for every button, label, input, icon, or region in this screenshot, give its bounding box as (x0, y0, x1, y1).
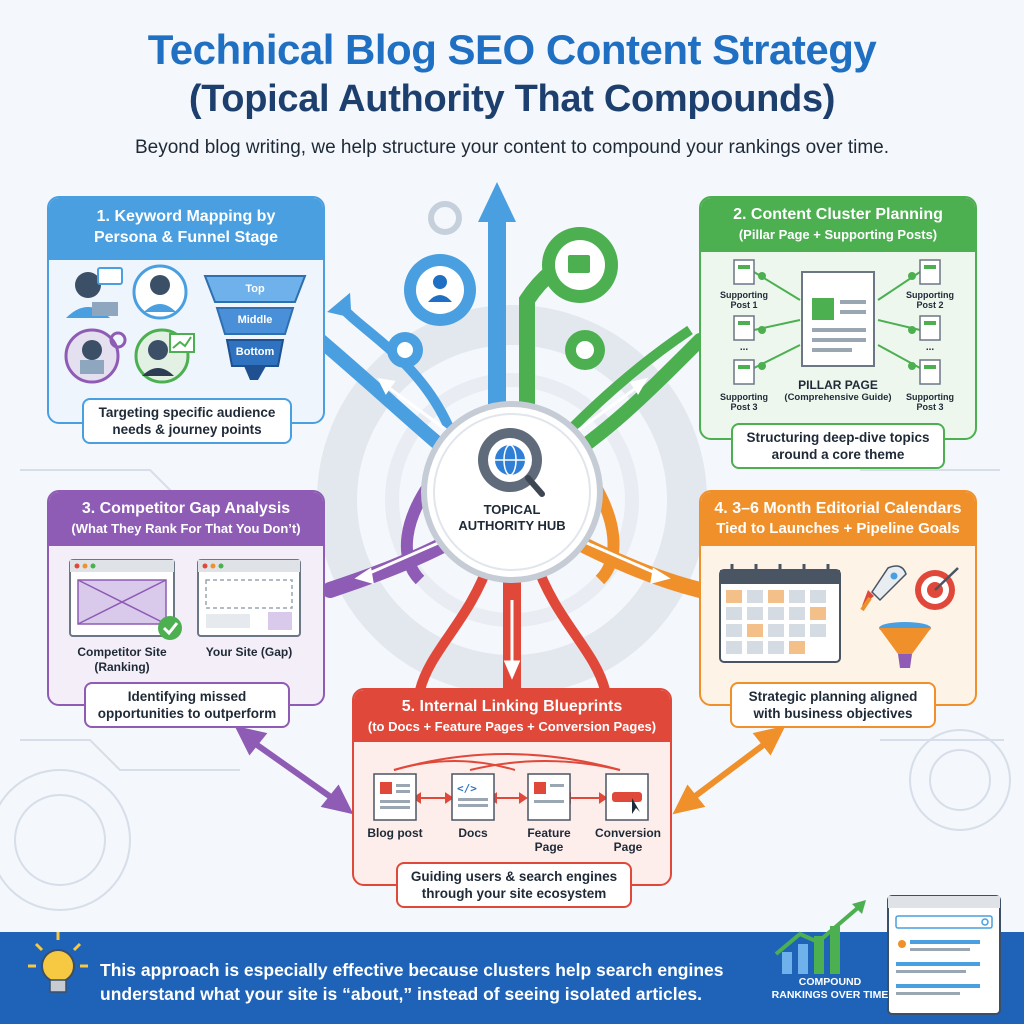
panel-editorial-calendar: 4. 3–6 Month Editorial Calendars Tied to… (699, 490, 977, 706)
supporting-post-label: Supporting Post 3 (906, 392, 954, 412)
link-node-label: Feature Page (527, 826, 571, 854)
panel-caption: Guiding users & search engines through y… (396, 862, 632, 908)
page-title: Technical Blog SEO Content Strategy (147, 26, 877, 73)
supporting-post-label: Supporting Post 2 (906, 290, 954, 310)
pillar-page-subtitle: (Comprehensive Guide) (784, 392, 892, 403)
ellipsis: ... (739, 342, 749, 353)
footer-text: This approach is especially effective be… (100, 960, 724, 1004)
hub-label: TOPICAL AUTHORITY HUB (458, 502, 566, 533)
funnel-middle-label: Middle (237, 314, 273, 326)
your-site-label: Your Site (Gap) (205, 645, 293, 659)
panel-internal-linking: 5. Internal Linking Blueprints (to Docs … (352, 688, 672, 886)
gear-icon (404, 254, 476, 326)
gear-icon (542, 227, 618, 303)
panel-subtitle: Tied to Launches + Pipeline Goals (716, 520, 960, 537)
panel-subtitle: (to Docs + Feature Pages + Conversion Pa… (367, 719, 657, 734)
page-title-secondary: (Topical Authority That Compounds) (188, 78, 836, 120)
link-node-label: Docs (458, 826, 488, 840)
panel-caption: Targeting specific audience needs & jour… (82, 398, 292, 444)
panel-keyword-mapping: 1. Keyword Mapping by Persona & Funnel S… (47, 196, 325, 424)
panel-title: 4. 3–6 Month Editorial Calendars (714, 500, 962, 517)
funnel-bottom-label: Bottom (235, 346, 275, 358)
panel-title: 1. Keyword Mapping by Persona & Funnel S… (93, 208, 279, 246)
panel-caption: Structuring deep-dive topics around a co… (731, 423, 945, 469)
page-subtitle: Beyond blog writing, we help structure y… (134, 137, 890, 158)
compound-badge: COMPOUND RANKINGS OVER TIME (771, 976, 889, 1001)
competitor-site-label: Competitor Site (Ranking) (77, 645, 167, 674)
panel-caption: Strategic planning aligned with business… (730, 682, 936, 728)
pillar-page-title: PILLAR PAGE (798, 378, 878, 392)
panel-subtitle: (What They Rank For That You Don’t) (71, 521, 301, 536)
panel-subtitle: (Pillar Page + Supporting Posts) (738, 227, 938, 242)
link-node-label: Blog post (367, 826, 423, 840)
funnel-top-label: Top (245, 283, 265, 295)
supporting-post-label: Supporting Post 1 (720, 290, 768, 310)
panel-title: 2. Content Cluster Planning (733, 206, 943, 223)
panel-title: 5. Internal Linking Blueprints (401, 698, 623, 715)
panel-title: 3. Competitor Gap Analysis (81, 500, 291, 517)
link-node-label: Conversion Page (594, 826, 661, 854)
supporting-post-label: Supporting Post 3 (720, 392, 768, 412)
ellipsis: ... (925, 342, 935, 353)
panel-caption: Identifying missed opportunities to outp… (84, 682, 290, 728)
